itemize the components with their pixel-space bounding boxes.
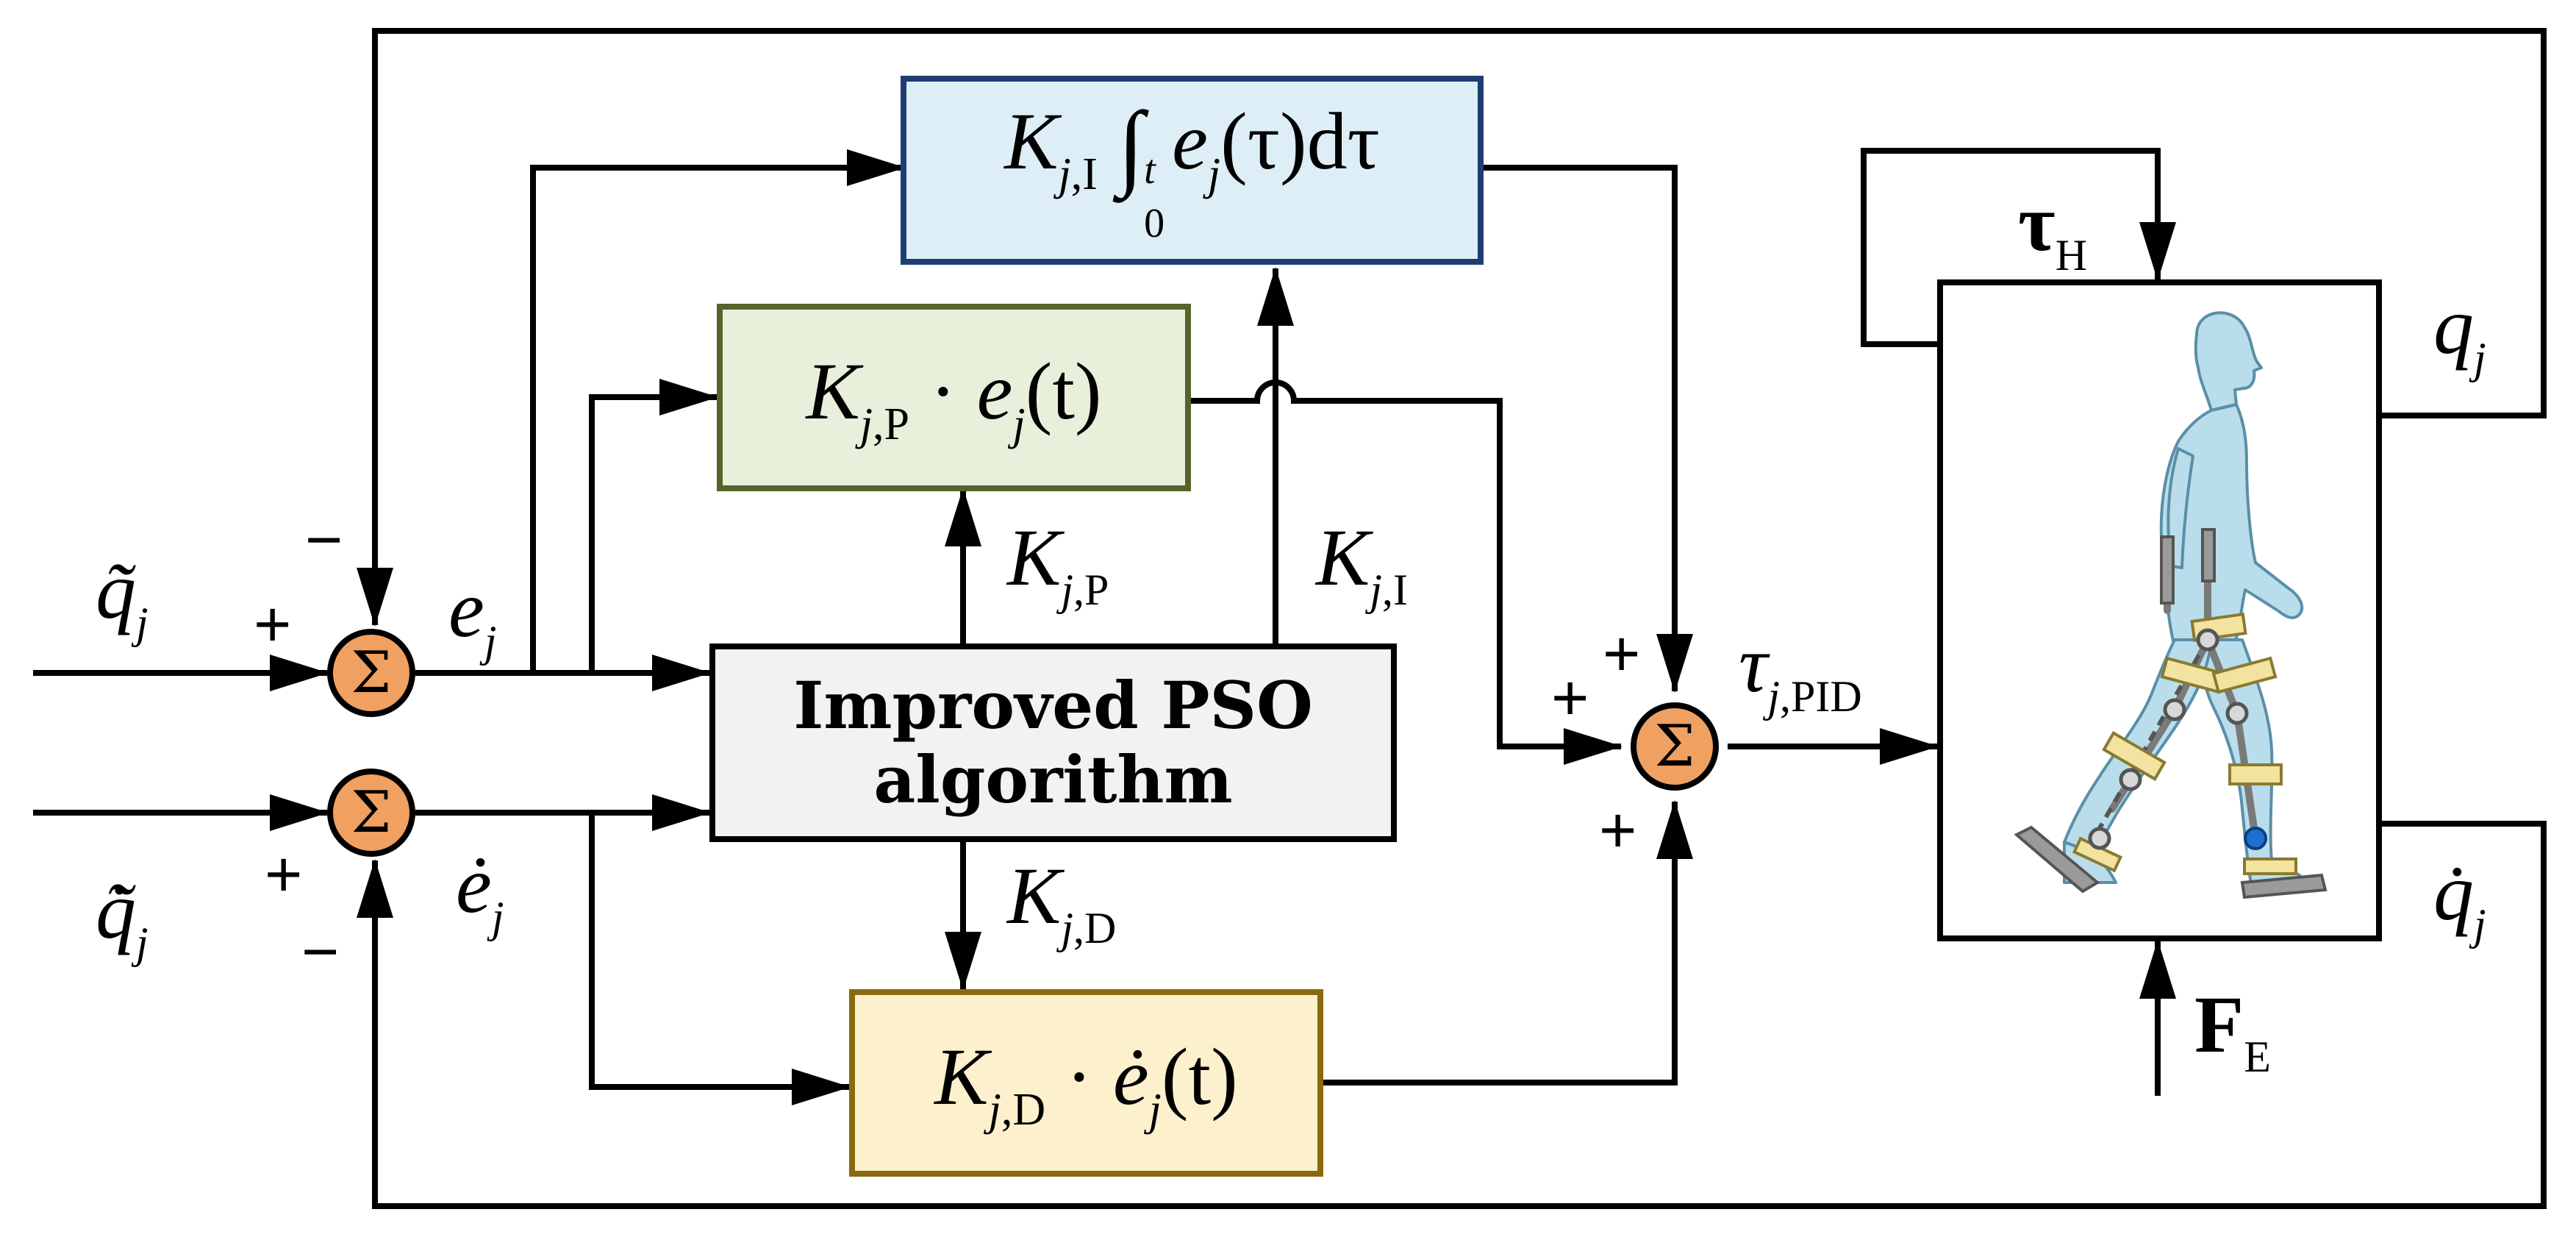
label-kp: Kj,P (1007, 513, 1109, 614)
proportional-body-sub: j (1012, 399, 1026, 449)
label-f-e: FE (2194, 980, 2271, 1081)
label-tau-h: τH (2018, 178, 2088, 279)
label-qdot-reference: q̃̇j (96, 866, 149, 967)
proportional-sub-j: j (859, 399, 873, 449)
edot-to-derivative-line (589, 813, 851, 1105)
derivative-body: ė (1112, 1031, 1149, 1122)
label-kd: Kj,D (1007, 851, 1117, 952)
qdot-feedback-line (357, 821, 2547, 1209)
label-q-output: qj (2433, 281, 2486, 382)
sum3-plus-top-sign: + (1603, 617, 1641, 690)
integral-sub-j: j (1058, 149, 1071, 199)
label-q-reference: q̃j (96, 546, 149, 647)
e-to-integral-line (530, 149, 906, 673)
sum1-plus-sign: + (254, 588, 292, 660)
summing-junction-velocity: Σ (327, 769, 415, 857)
derivative-body-sub: j (1148, 1084, 1162, 1135)
d-output-line (1323, 800, 1693, 1086)
summing-junction-position: Σ (327, 629, 415, 717)
human-exoskeleton-icon (2013, 311, 2328, 899)
label-ki: Kj,I (1316, 513, 1409, 614)
label-edot: ėj (456, 840, 504, 941)
label-e: ej (448, 564, 497, 666)
derivative-dot: · (1065, 1031, 1093, 1122)
integral-body: e (1172, 96, 1208, 186)
summing-junction-output: Σ (1631, 702, 1719, 791)
pso-algorithm-block: Improved PSO algorithm (709, 644, 1397, 842)
derivative-gain-block: Kj,D · ėj(t) (849, 989, 1323, 1177)
sum3-plus-bottom-sign: + (1599, 794, 1637, 866)
label-qdot-output: q̇j (2433, 847, 2486, 949)
q-feedback-line (357, 28, 2547, 627)
proportional-body-arg: (t) (1025, 346, 1102, 436)
label-tau-pid: τj,PID (1739, 619, 1862, 721)
proportional-dot: · (929, 346, 957, 436)
proportional-gain-block: Kj,P · ej(t) (717, 304, 1191, 491)
integral-k: K (1004, 96, 1059, 186)
proportional-k: K (806, 346, 860, 436)
e-to-proportional-line (589, 379, 718, 673)
sum1-minus-sign: − (305, 503, 343, 576)
pso-line-1: Improved PSO (793, 666, 1313, 744)
proportional-body: e (976, 346, 1013, 436)
integral-upper: t (1144, 146, 1156, 193)
pso-line-2: algorithm (873, 741, 1233, 818)
integral-body-sub: j (1207, 149, 1221, 199)
derivative-sub-j: j (988, 1084, 1001, 1135)
i-output-line (1484, 165, 1693, 693)
p-output-line (1191, 379, 1622, 765)
derivative-k: K (934, 1031, 989, 1122)
tau-h-loop-line (1861, 148, 2176, 347)
proportional-sub-rest: ,P (873, 399, 910, 449)
sum3-plus-left-sign: + (1551, 661, 1589, 734)
integral-sign: ∫ (1117, 92, 1145, 199)
derivative-body-arg: (t) (1161, 1031, 1238, 1122)
sum2-minus-sign: − (301, 915, 340, 988)
derivative-sub-rest: ,D (1001, 1084, 1046, 1135)
integral-sub-rest: ,I (1070, 149, 1098, 199)
integral-lower: 0 (1144, 200, 1165, 246)
sum2-plus-sign: + (265, 838, 303, 910)
integral-body-arg: (τ)dτ (1220, 96, 1380, 186)
exoskeleton-plant-block (1937, 279, 2382, 941)
